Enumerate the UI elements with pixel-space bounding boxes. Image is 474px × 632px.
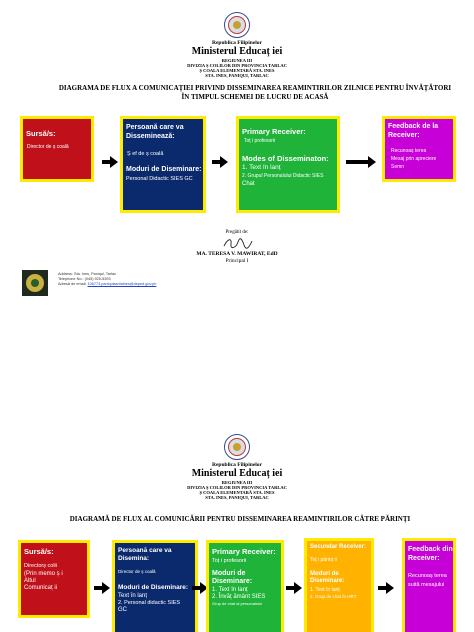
flow-box-subtitle: Moduri de Diseminare:: [126, 166, 202, 173]
contact-email-label: Adresă de email:: [58, 282, 87, 286]
flow-box-subtitle: Moduri de Diseminare:: [310, 571, 345, 584]
signature-scribble-icon: [223, 238, 253, 249]
prepared-by-label: Pregătit de:: [225, 230, 249, 235]
flow-box-text: Personal Didactic SIES GC: [126, 176, 193, 182]
flow-box-feedback: Feedback din Receiver: Recunoaș terea su…: [402, 538, 456, 632]
flow-box-text: GC: [118, 607, 127, 613]
flow-box-feedback: Feedback de la Receiver: Recunoaș terea …: [382, 116, 456, 182]
flow-box-text: Text în lanț: [118, 593, 148, 599]
flow-box-title: Primary Receiver:: [212, 547, 276, 556]
header-school: Ș COALA ELEMENTARĂ STA. INES: [199, 68, 275, 73]
flow-arrow-icon: [102, 156, 118, 168]
flow-box-title: Persoană care va Disemina:: [118, 547, 172, 562]
flow-box-text: Comunicaț ii: [24, 585, 58, 591]
flow-box-text: Toț i părinț ii: [310, 557, 337, 563]
flow-box-primary-receiver: Primary Receiver: Toț i profesorii Modes…: [236, 116, 340, 213]
flow-box-source: Sursă/s: Directorș colii (Prin memo ș i …: [18, 540, 90, 618]
flowchart-title-line-1: DIAGRAMA DE FLUX A COMUNICAȚIEI PRIVIND …: [58, 84, 452, 92]
flow-box-text: Chat: [242, 181, 255, 187]
flow-box-text: 2. Grupul Personalului Didactic SIES: [242, 173, 324, 179]
flow-box-title: Sursă/s:: [26, 129, 56, 138]
deped-seal-icon: [224, 434, 250, 460]
header-ministry: Ministerul Educaț iei: [191, 468, 283, 479]
flow-box-primary-receiver: Primary Receiver: Toț i profesorii Modur…: [206, 540, 284, 632]
flow-arrow-icon: [286, 582, 302, 594]
flow-box-text: 1. Text în lanț: [310, 587, 340, 593]
flow-box-text: 1. Text în lanț: [212, 587, 248, 593]
flow-box-title: Sursă/s:: [24, 547, 54, 556]
header-region: REGIUNEA III: [221, 58, 253, 63]
header-address: STA. INES, PANIQUI, TARLAC: [205, 495, 269, 500]
flow-box-text: Toț i profesorii: [244, 138, 276, 144]
flow-box-disseminator: Persoană care va Disseminează: Ș ef de ș…: [120, 116, 206, 213]
flow-box-text: Mesaj prin apreciere: [391, 156, 437, 162]
contact-email-line: Adresă de email: 106773.paniquisantaines…: [58, 282, 156, 287]
contact-address: Address: Sta. Ines, Paniqui, Tarlac: [58, 272, 116, 276]
header-republic: Republica Filipinelor: [212, 40, 262, 46]
flow-box-text: Director de ș coală: [27, 144, 69, 150]
flow-box-text: 2. Învăț ământ SIES: [212, 594, 266, 600]
flow-box-text: 1. Text în lanț: [242, 164, 281, 171]
flow-box-text: (Prin memo ș i: [24, 571, 63, 577]
flow-arrow-icon: [192, 582, 208, 594]
flow-box-title: Primary Receiver:: [242, 127, 306, 136]
flow-box-secondary-receiver: Secundar Receiver: Toț i părinț ii Modur…: [304, 538, 374, 632]
flow-box-text: Semn: [391, 164, 405, 170]
flow-box-title: Feedback din Receiver:: [408, 546, 453, 562]
contact-phone: Telephone No.: (045) 925-5393: [58, 277, 111, 281]
flow-box-subtitle: Moduri de Diseminare:: [118, 584, 189, 591]
flow-box-subtitle: Moduri de Diseminare:: [212, 570, 253, 585]
flow-box-text: 2. Grup de chat în HRT: [310, 594, 357, 599]
flow-box-text: Ș ef de ș coală: [127, 151, 164, 157]
contact-email-link[interactable]: 106773.paniquisantaines@deped.gov.ph: [87, 282, 157, 286]
signatory-name: MA. TERESA V. MAWIRAT, EdD: [196, 251, 278, 257]
flow-box-title: Feedback de la Receiver:: [388, 123, 439, 139]
flow-box-text: Directorș colii: [24, 563, 58, 569]
header-ministry: Ministerul Educaț iei: [191, 46, 283, 57]
flow-box-source: Sursă/s: Director de ș coală: [20, 116, 94, 182]
flowchart-title: DIAGRAMA DE FLUX A COMUNICAȚIEI PRIVIND …: [50, 84, 460, 102]
header-division: DIVIZIA Ș COLILOR DIN PROVINCIA TARLAC: [187, 63, 287, 68]
deped-seal-icon: [224, 12, 250, 38]
header-division: DIVIZIA Ș COLILOR DIN PROVINCIA TARLAC: [187, 485, 287, 490]
flow-arrow-icon: [212, 156, 228, 168]
document-page-1: Republica Filipinelor Ministerul Educaț …: [20, 12, 460, 296]
flow-box-text: Toț i profesorii: [212, 558, 247, 564]
flow-box-subtitle: Modes of Disseminaton:: [242, 154, 329, 163]
header-address: STA. INES, PANIQUI, TARLAC: [205, 73, 269, 78]
header-region: REGIUNEA III: [221, 480, 253, 485]
signatory-role: Principal I: [225, 258, 249, 264]
flowchart-title: DIAGRAMĂ DE FLUX AL COMUNICĂRII PENTRU D…: [69, 515, 411, 523]
header-republic: Republica Filipinelor: [212, 462, 262, 468]
flow-arrow-icon: [94, 582, 110, 594]
flow-box-text: Recunoaș terea: [408, 573, 447, 579]
flow-box-text: Director de ș coală: [118, 569, 156, 574]
flowchart-title-line-2: ÎN TIMPUL SCHEMEI DE LUCRU DE ACASĂ: [181, 93, 329, 101]
flow-box-title: Secundar Receiver:: [310, 544, 367, 550]
flow-box-text: Grup de chat al personalului: [212, 601, 263, 606]
footer-contact: Address: Sta. Ines, Paniqui, Tarlac Tele…: [58, 272, 156, 287]
flow-box-text: Recunoaș terea: [391, 148, 427, 154]
flow-arrow-icon: [378, 582, 394, 594]
school-logo-icon: [22, 270, 48, 296]
document-page-2: Republica Filipinelor Ministerul Educaț …: [0, 316, 474, 632]
flow-box-text: Altul: [24, 578, 36, 584]
flow-box-disseminator: Persoană care va Disemina: Director de ș…: [112, 540, 198, 632]
flow-arrow-icon: [346, 156, 376, 168]
flow-box-text: 2. Personal didactic SIES: [118, 600, 181, 606]
flow-box-title: Persoană care va Disseminează:: [126, 124, 184, 140]
header-school: Ș COALA ELEMENTARĂ STA. INES: [199, 490, 275, 495]
flow-box-text: suită mesajului: [408, 582, 445, 588]
